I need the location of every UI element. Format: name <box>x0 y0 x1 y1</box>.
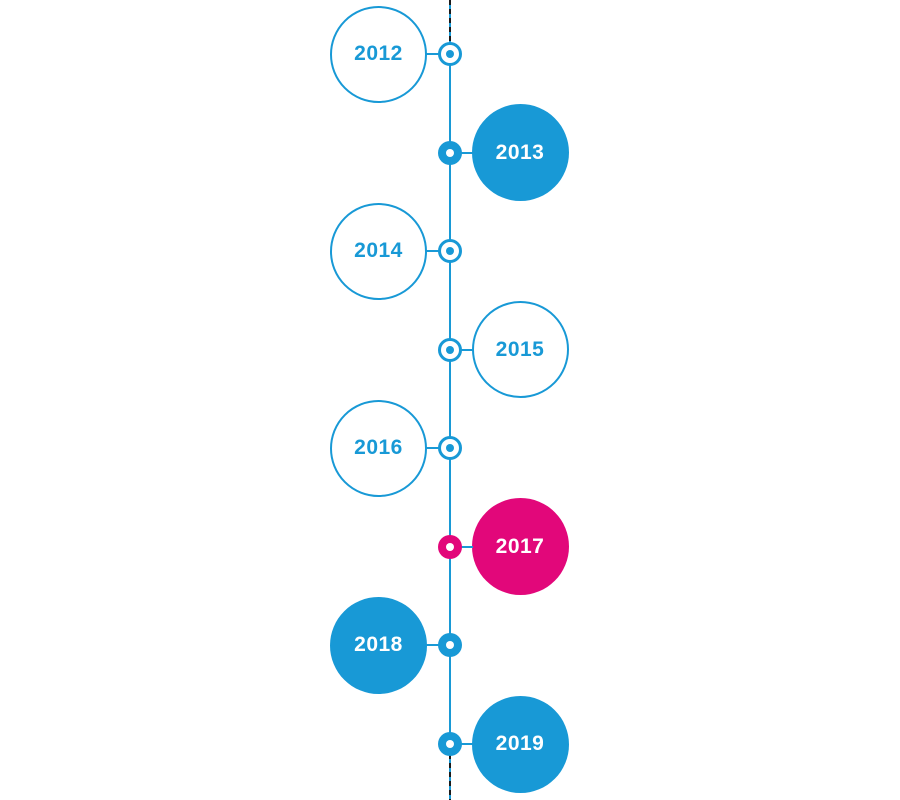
timeline-node-2013 <box>437 140 462 165</box>
year-circle-2012[interactable]: 2012 <box>330 5 427 103</box>
node-dot <box>445 148 454 157</box>
year-circle-2017[interactable]: 2017 <box>471 498 569 596</box>
year-label: 2018 <box>354 633 403 657</box>
connector-line <box>426 53 439 55</box>
timeline-node-2017 <box>437 534 462 559</box>
node-dot <box>445 50 454 58</box>
connector-line <box>460 743 473 745</box>
year-label: 2014 <box>354 239 403 263</box>
year-label: 2019 <box>495 732 545 755</box>
timeline-node-2016 <box>437 436 462 461</box>
connector-line <box>460 151 473 154</box>
year-circle-2015[interactable]: 2015 <box>471 301 569 399</box>
timeline-node-2015 <box>437 337 462 362</box>
connector-line <box>426 644 439 647</box>
timeline-node-2019 <box>437 732 462 756</box>
node-dot <box>445 247 454 256</box>
year-label: 2016 <box>354 436 403 460</box>
node-dot <box>445 444 454 453</box>
timeline-node-2018 <box>437 633 462 658</box>
year-label: 2012 <box>354 42 403 65</box>
timeline-spine <box>448 54 451 744</box>
node-dot <box>445 345 454 354</box>
year-label: 2015 <box>495 337 545 361</box>
year-circle-2014[interactable]: 2014 <box>330 202 427 300</box>
timeline-spine-dashed-top <box>448 0 451 44</box>
year-circle-2018[interactable]: 2018 <box>330 596 427 694</box>
node-dot <box>445 542 454 551</box>
year-circle-2016[interactable]: 2016 <box>330 399 427 497</box>
node-dot <box>445 740 454 748</box>
connector-line <box>460 545 473 548</box>
node-dot <box>445 641 454 650</box>
timeline-node-2014 <box>437 239 462 264</box>
year-circle-2013[interactable]: 2013 <box>471 104 569 202</box>
year-label: 2013 <box>495 140 545 164</box>
connector-line <box>460 348 473 351</box>
year-circle-2019[interactable]: 2019 <box>471 695 569 793</box>
timeline-node-2012 <box>437 42 462 66</box>
connector-line <box>426 447 439 450</box>
year-label: 2017 <box>495 534 545 558</box>
timeline-spine-dashed-bottom <box>448 754 451 800</box>
connector-line <box>426 250 439 253</box>
